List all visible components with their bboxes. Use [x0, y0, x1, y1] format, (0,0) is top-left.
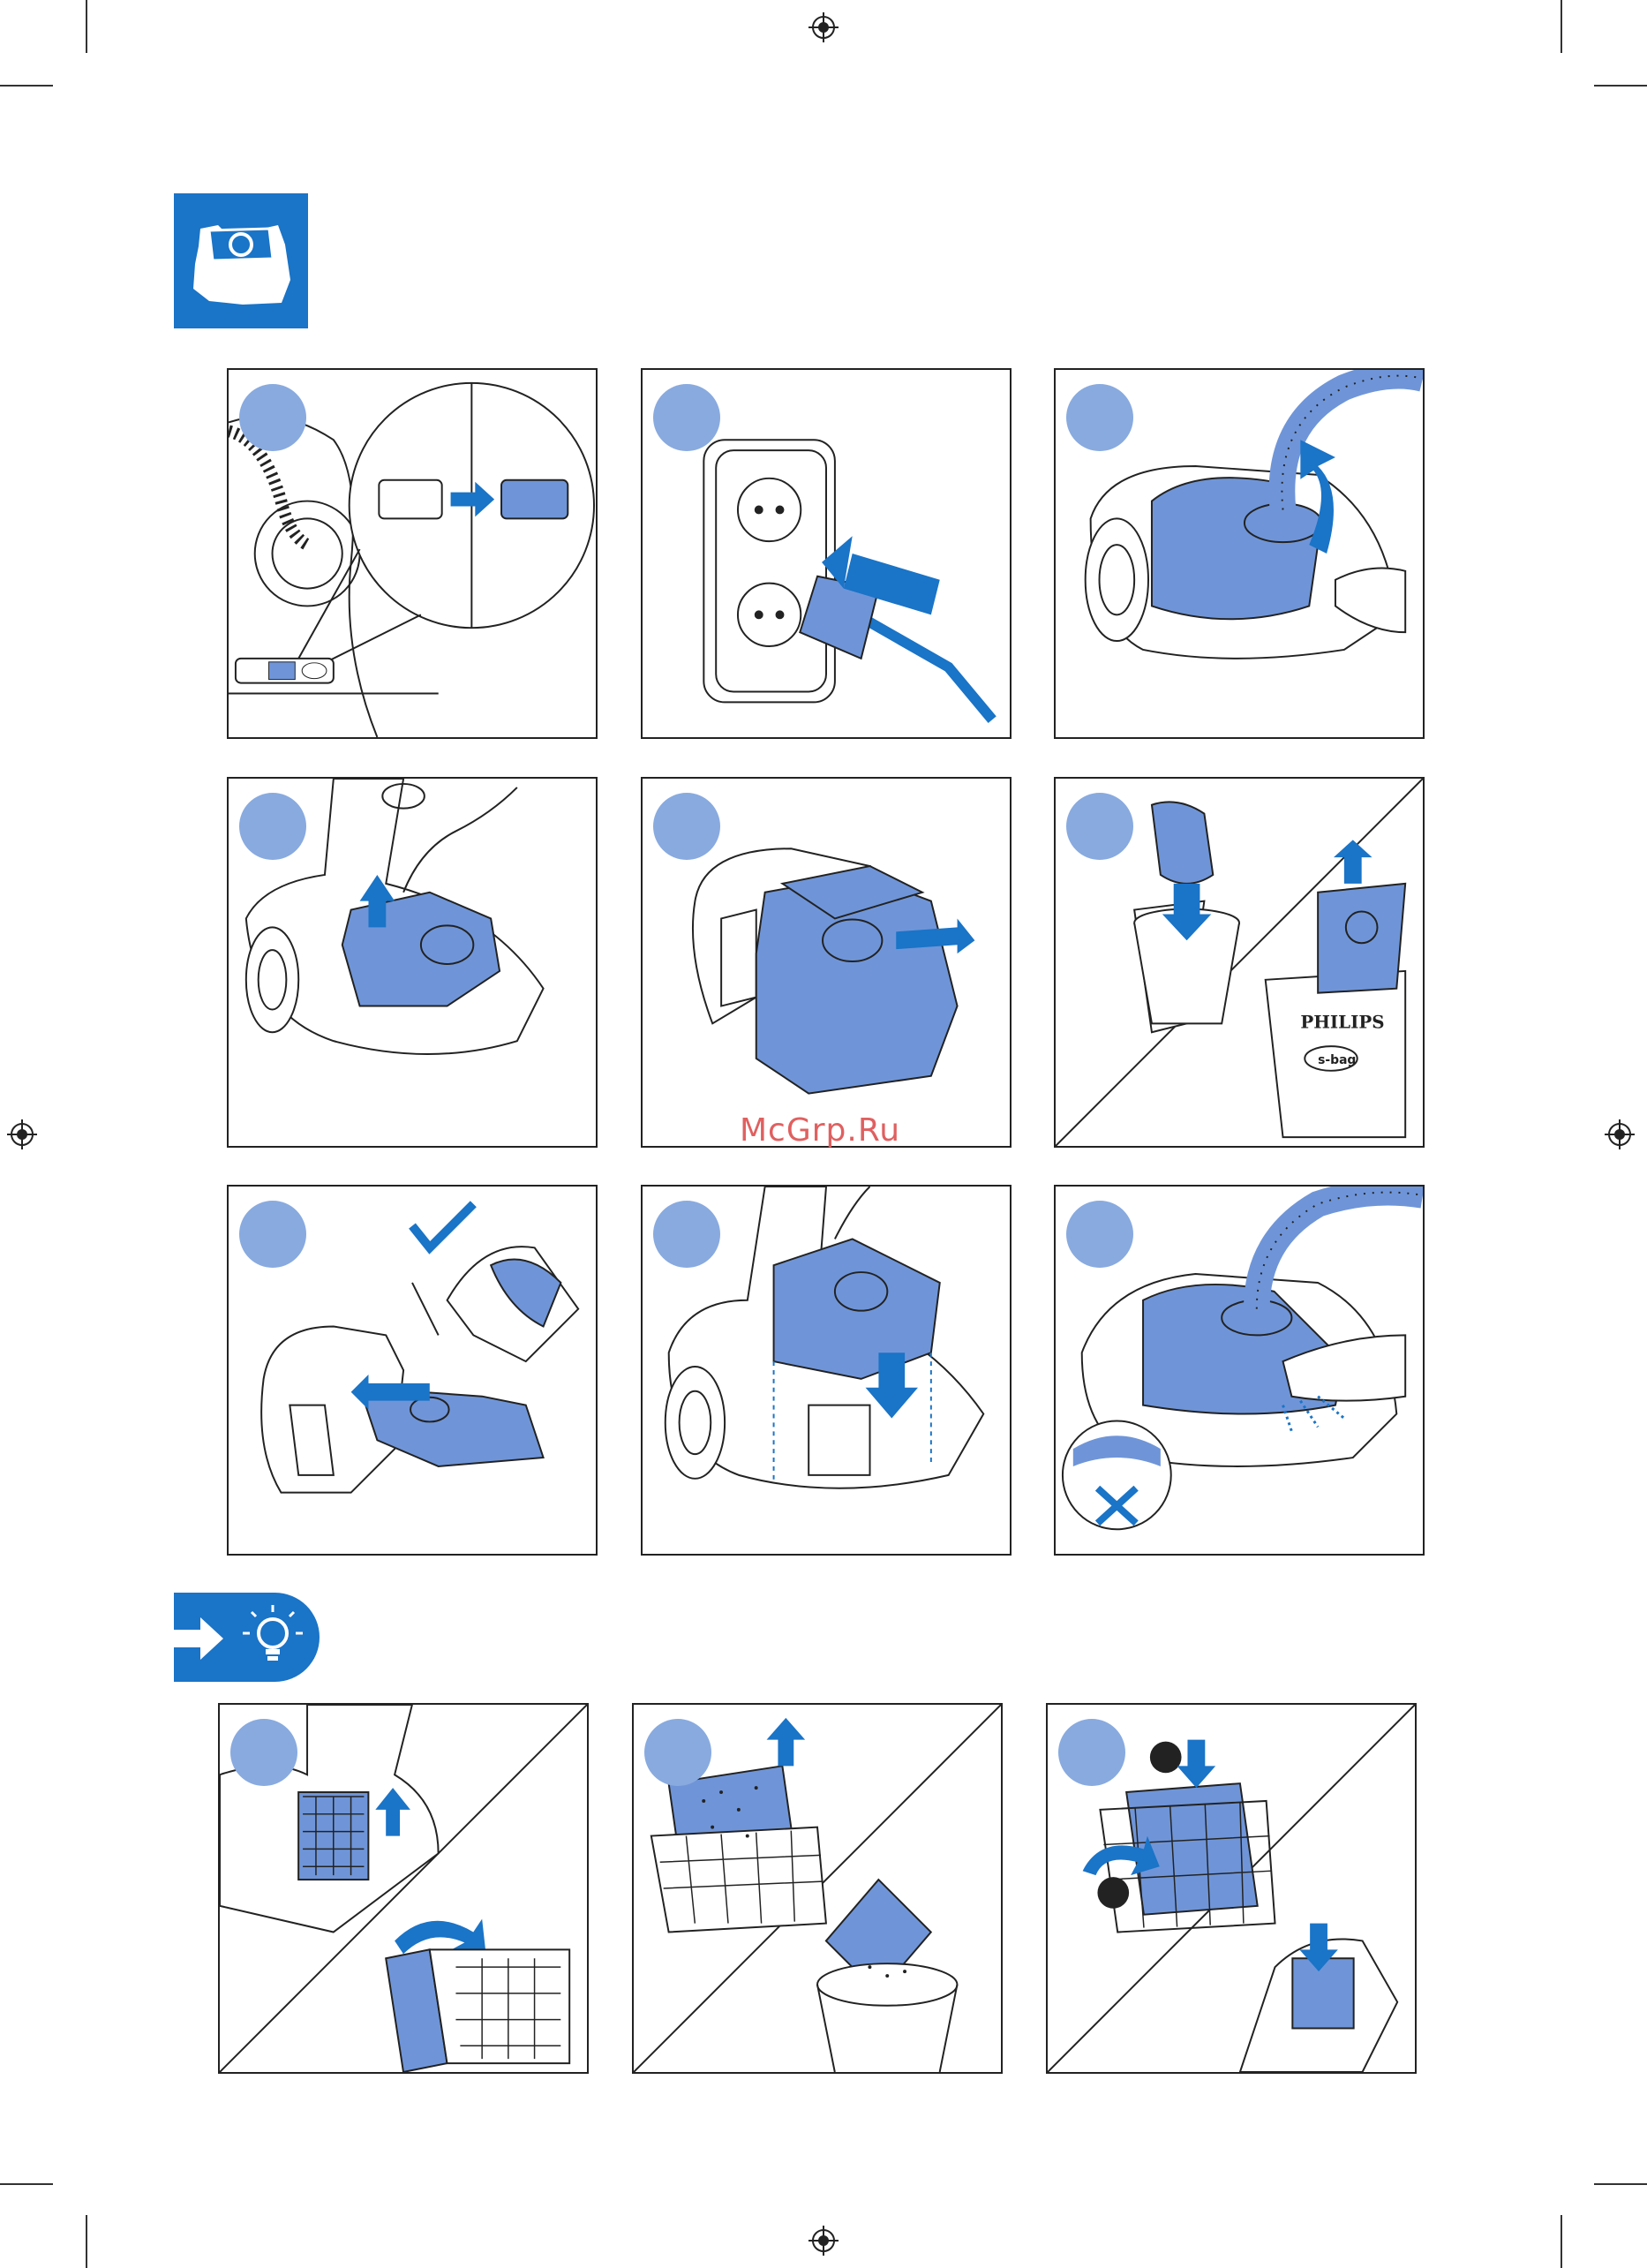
step-panel-3 — [1054, 368, 1425, 739]
step-panel-2 — [641, 368, 1012, 739]
step-panel-8 — [641, 1185, 1012, 1556]
step-number-circle — [1066, 384, 1133, 451]
step-number-circle — [653, 1201, 720, 1268]
registration-mark — [7, 1119, 37, 1149]
step-number-circle — [239, 793, 306, 860]
step-panel-6: PHILIPS s-bag — [1054, 777, 1425, 1148]
crop-mark — [86, 2215, 87, 2268]
step-number-circle — [239, 1201, 306, 1268]
tip-panel-2 — [632, 1703, 1003, 2074]
crop-mark — [86, 0, 87, 53]
box-product-label: s-bag — [1318, 1053, 1356, 1067]
step-number-circle — [1058, 1719, 1125, 1786]
crop-mark — [0, 2183, 53, 2185]
tip-panel-1 — [218, 1703, 589, 2074]
crop-mark — [1561, 2215, 1562, 2268]
tip-panel-3 — [1046, 1703, 1417, 2074]
step-panel-9 — [1054, 1185, 1425, 1556]
tip-badge — [174, 1593, 320, 1682]
registration-mark — [808, 2226, 839, 2256]
tip-lightbulb-icon — [174, 1593, 320, 1682]
step-number-circle — [230, 1719, 297, 1786]
crop-mark — [1561, 0, 1562, 53]
dust-bag-icon — [174, 193, 308, 328]
step-number-circle — [1066, 793, 1133, 860]
step-number-circle — [653, 793, 720, 860]
box-brand-label: PHILIPS — [1300, 1011, 1384, 1032]
step-panel-5 — [641, 777, 1012, 1148]
step-panel-7 — [227, 1185, 598, 1556]
registration-mark — [1605, 1119, 1635, 1149]
section-header-icon — [174, 193, 308, 328]
watermark-text: McGrp.Ru — [740, 1112, 900, 1149]
crop-mark — [1594, 85, 1647, 87]
registration-mark — [808, 12, 839, 42]
step-number-circle — [653, 384, 720, 451]
step-panel-4 — [227, 777, 598, 1148]
crop-mark — [1594, 2183, 1647, 2185]
step-panel-1 — [227, 368, 598, 739]
step-number-circle — [239, 384, 306, 451]
step-number-circle — [644, 1719, 711, 1786]
step-number-circle — [1066, 1201, 1133, 1268]
crop-mark — [0, 85, 53, 87]
